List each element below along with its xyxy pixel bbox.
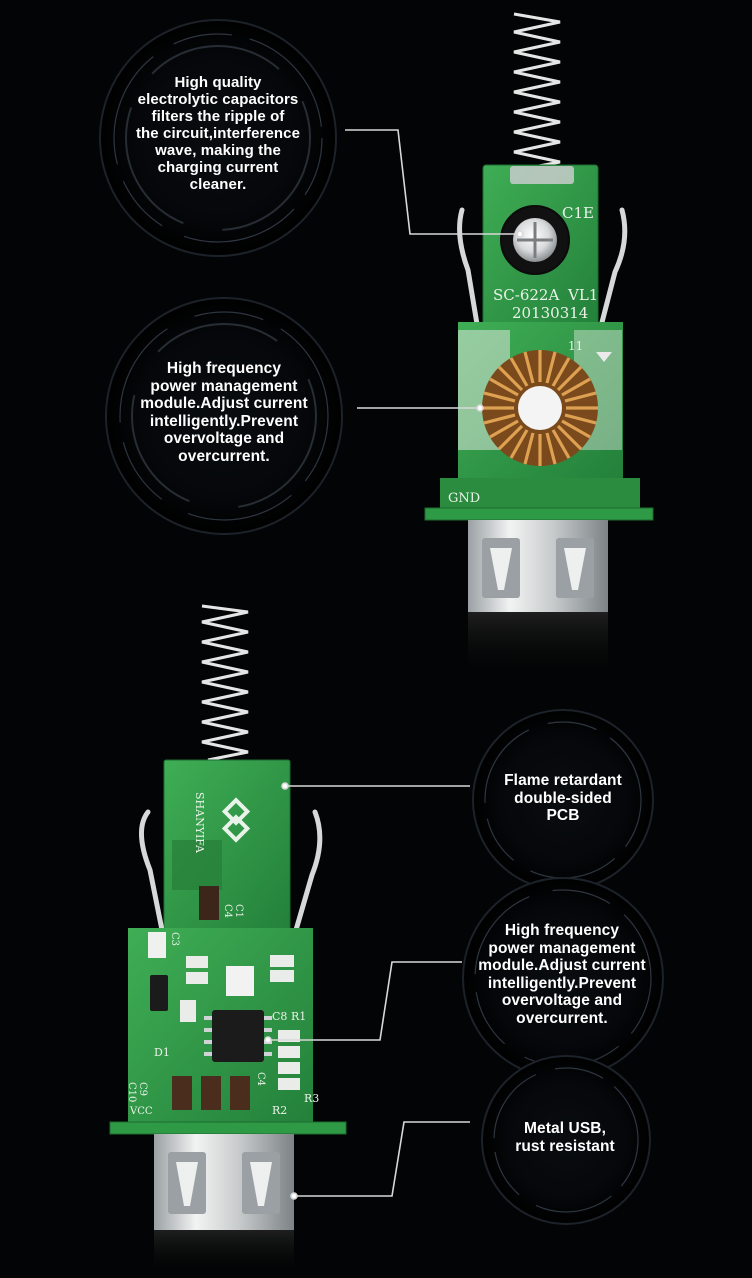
capacitor-mark: C1E <box>562 204 594 222</box>
version-label: VL1 <box>567 286 598 304</box>
clip-top-right <box>597 207 628 333</box>
brand-logo <box>221 797 251 843</box>
leader-lines <box>264 129 524 1200</box>
callout-ring-capacitor <box>99 19 337 257</box>
label-c8: C8 <box>272 1010 287 1023</box>
pin-label: 11 <box>568 339 583 353</box>
spring-bottom <box>201 604 249 762</box>
leader-power-bottom <box>268 961 462 1041</box>
clip-bottom-left <box>139 809 165 933</box>
label-d1: D1 <box>154 1046 170 1059</box>
callout-power-module-top: High frequency power management module.A… <box>140 360 308 465</box>
callout-capacitor: High quality electrolytic capacitors fil… <box>135 74 301 193</box>
callout-ring-power-top <box>105 297 343 535</box>
leader-usb <box>294 1121 470 1197</box>
date-code: 20130314 <box>512 304 588 322</box>
ic-chip <box>212 1010 264 1062</box>
label-vcc: VCC <box>129 1106 153 1117</box>
label-r3: R3 <box>304 1092 319 1105</box>
spring-top <box>513 12 561 172</box>
callout-ring-usb <box>481 1055 651 1225</box>
label-r2: R2 <box>272 1104 287 1117</box>
label-c4: C4 <box>255 1072 266 1086</box>
ground-label: GND <box>448 491 480 506</box>
brand-text: SHANYIFA <box>193 792 206 854</box>
clip-bottom-right <box>293 809 323 933</box>
label-r1: R1 <box>291 1010 306 1023</box>
callout-pcb: Flame retardant double-sided PCB <box>504 772 622 824</box>
clip-top-left <box>457 207 481 333</box>
model-number: SC-622A <box>493 286 559 304</box>
leader-capacitor <box>345 129 520 235</box>
label-c9-c10: C9C10 <box>126 1082 148 1102</box>
label-c1-c4: C1C4 <box>222 904 244 918</box>
callout-power-module-bottom: High frequency power management module.A… <box>478 922 646 1027</box>
label-c3: C3 <box>169 932 180 946</box>
callout-usb: Metal USB, rust resistant <box>515 1120 615 1155</box>
